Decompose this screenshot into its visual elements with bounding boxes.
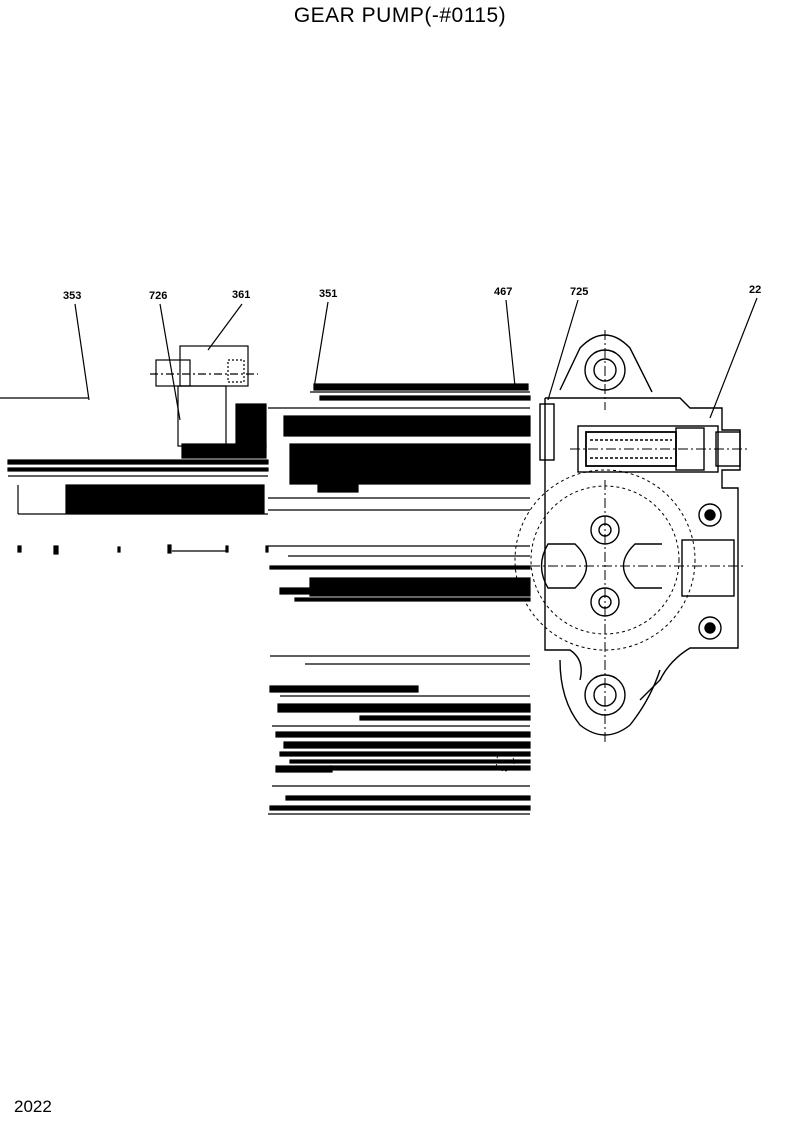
leader-22 (709, 297, 758, 419)
left-housing (0, 345, 269, 555)
leader-351 (313, 301, 329, 389)
callout-353: 353 (63, 290, 81, 302)
port-left (540, 543, 588, 589)
page-number: 2022 (14, 1097, 52, 1116)
leader-726 (159, 303, 181, 421)
leader-lines (74, 297, 758, 421)
callout-22: 22 (749, 284, 761, 296)
bottom-bolt-outer (584, 674, 626, 716)
callout-361: 361 (232, 289, 250, 301)
middle-body (268, 383, 531, 815)
callout-726: 726 (149, 290, 167, 302)
leader-361 (207, 303, 243, 351)
leader-725 (547, 299, 579, 401)
leader-353 (74, 303, 90, 401)
callout-467: 467 (494, 286, 512, 298)
page-title: GEAR PUMP(-#0115) (293, 4, 507, 27)
callout-725: 725 (570, 286, 588, 298)
leader-467 (505, 299, 516, 387)
callout-351: 351 (319, 288, 337, 300)
end-cover (495, 330, 748, 772)
